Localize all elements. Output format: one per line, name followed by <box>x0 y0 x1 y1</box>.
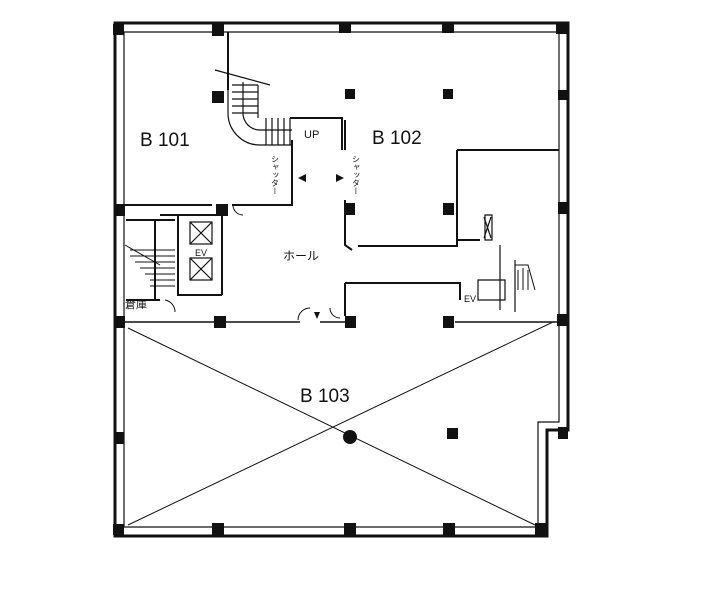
shutter-arrow-left <box>298 174 306 182</box>
interior-walls <box>124 32 559 323</box>
ev-label-right: EV <box>464 294 476 304</box>
hall-label: ホール <box>283 249 319 263</box>
elevator-left <box>189 216 492 281</box>
stair-left <box>124 244 175 287</box>
room-label-b101: B 101 <box>140 130 190 151</box>
ev-label-left: EV <box>195 248 207 258</box>
entrance-arrow <box>314 312 320 319</box>
room-label-b102: B 102 <box>372 128 422 149</box>
outer-wall <box>113 21 570 538</box>
shutter-label-right: シャッター <box>352 155 361 195</box>
room-label-b103: B 103 <box>300 386 350 407</box>
shutter-arrow-right <box>336 174 344 182</box>
up-label: UP <box>304 129 319 141</box>
stair-right <box>515 264 536 291</box>
shutter-label-left: シャッター <box>271 155 280 195</box>
storage-label: 倉庫 <box>125 297 147 311</box>
b103-void-cross <box>127 321 554 526</box>
stair-curved <box>214 69 292 146</box>
